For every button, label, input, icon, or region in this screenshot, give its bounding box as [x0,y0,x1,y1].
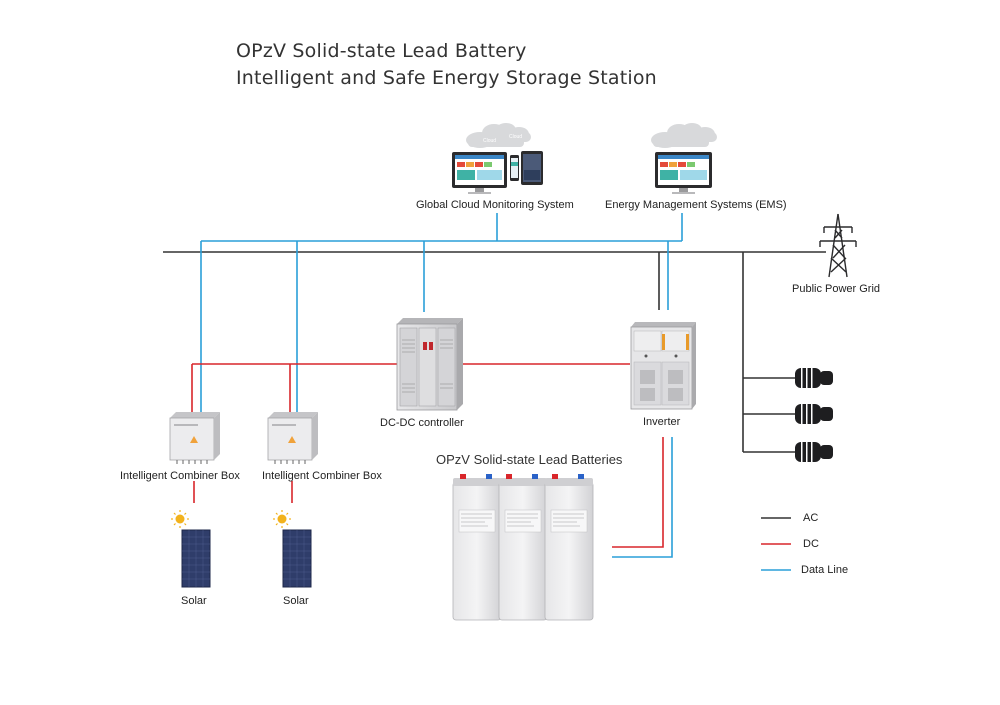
label-inverter: Inverter [643,416,681,428]
tablet-icon [521,151,543,185]
dc-battery-link [612,437,664,548]
load-plug-icon [795,442,833,462]
battery-icon [498,474,548,621]
load-plug-icon [795,368,833,388]
phone-icon [510,155,519,181]
cloud-word-2: Cloud [509,134,522,140]
label-combiner-box-2: Intelligent Combiner Box [262,470,382,482]
label-solar-1: Solar [181,595,207,607]
inverter-icon [630,322,696,410]
solar-panel-icon [181,529,211,588]
solar-panel-icon [282,529,312,588]
ems-group [651,123,717,194]
sun-icon [171,510,189,528]
legend-label-ac: AC [803,512,819,524]
load-plug-icon [795,404,833,424]
sun-icon [273,510,291,528]
transmission-tower-icon [819,213,857,278]
label-solar-2: Solar [283,595,309,607]
label-combiner-box-1: Intelligent Combiner Box [120,470,240,482]
cabinet-icon [396,318,463,411]
data-lines [200,213,683,558]
combiner-box-icon [267,412,318,464]
legend-swatches [761,517,791,571]
ac-lines [163,251,826,453]
cloud-icon [651,123,717,148]
cloud-monitoring-group: Cloud Cloud [452,123,543,194]
diagram-title-line1: OPzV Solid-state Lead Battery [236,40,527,62]
legend-label-data-line: Data Line [801,564,849,576]
label-cloud-monitoring: Global Cloud Monitoring System [416,199,574,211]
cloud-word-1: Cloud [483,138,496,144]
data-battery-link [612,437,673,558]
label-batteries: OPzV Solid-state Lead Batteries [436,452,623,467]
label-dc-dc-controller: DC-DC controller [380,417,464,429]
battery-icon [544,474,594,621]
monitor-icon [452,152,507,194]
diagram-title-line2: Intelligent and Safe Energy Storage Stat… [236,67,657,89]
battery-icon [452,474,502,621]
cloud-icon [466,123,531,148]
monitor-icon [655,152,712,194]
legend-label-dc: DC [803,538,819,550]
label-public-grid: Public Power Grid [792,283,881,295]
dc-lines [191,363,664,548]
combiner-box-icon [169,412,220,464]
label-ems: Energy Management Systems (EMS) [605,199,787,211]
